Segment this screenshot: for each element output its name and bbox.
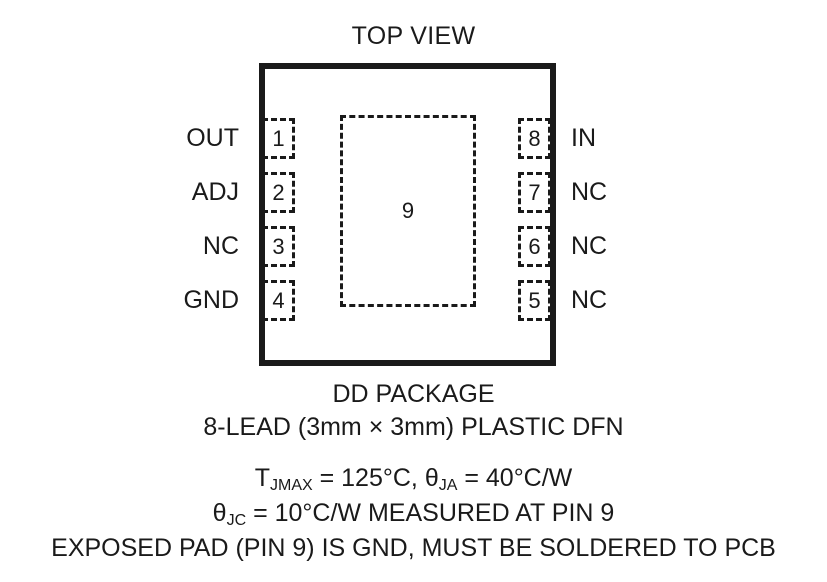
tjmax-value: = 125°C, [312, 464, 425, 492]
thermal-spec-line-1: TJMAX = 125°C, θJA = 40°C/W [0, 464, 827, 495]
package-description-caption: 8-LEAD (3mm × 3mm) PLASTIC DFN [203, 413, 624, 441]
thermal-spec-line-2: θJC = 10°C/W MEASURED AT PIN 9 [0, 499, 827, 530]
pin-3-number: 3 [272, 233, 285, 259]
tjmax-subscript: JMAX [269, 477, 313, 495]
package-wall-right [550, 110, 556, 326]
pin-4-label: GND [183, 286, 239, 314]
pin-3-label: NC [202, 232, 239, 260]
pin-3: 3 [262, 226, 295, 267]
top-view-title: TOP VIEW [351, 22, 476, 50]
exposed-pad-label: 9 [401, 198, 415, 223]
theta-jc-value: = 10°C/W MEASURED AT PIN 9 [246, 499, 615, 527]
package-name-caption: DD PACKAGE [332, 380, 495, 408]
pin-1-number: 1 [272, 125, 285, 151]
pin-7-number: 7 [528, 179, 541, 205]
pin-5-number: 5 [528, 287, 541, 313]
theta-ja-subscript: JA [438, 477, 458, 495]
pin-8-label: IN [571, 124, 596, 152]
pin-8-number: 8 [528, 125, 541, 151]
pin-5: 5 [518, 280, 551, 321]
theta-ja-symbol: θ [424, 464, 439, 492]
pin-4-number: 4 [272, 287, 285, 313]
pin-6-label: NC [571, 232, 608, 260]
theta-jc-symbol: θ [212, 499, 227, 527]
pin-6: 6 [518, 226, 551, 267]
pin-4: 4 [262, 280, 295, 321]
pin-7-label: NC [571, 178, 608, 206]
pin-1-label: OUT [186, 124, 239, 152]
pin-2: 2 [262, 172, 295, 213]
pin-7: 7 [518, 172, 551, 213]
pin-2-number: 2 [272, 179, 285, 205]
pin-1: 1 [262, 118, 295, 159]
theta-ja-value: = 40°C/W [457, 464, 573, 492]
tjmax-symbol: T [254, 464, 270, 492]
exposed-pad-pin-9: 9 [340, 115, 476, 307]
pin-6-number: 6 [528, 233, 541, 259]
theta-jc-subscript: JC [226, 512, 247, 530]
pin-8: 8 [518, 118, 551, 159]
package-wall-left [259, 110, 265, 326]
pin-5-label: NC [571, 286, 608, 314]
pin-2-label: ADJ [191, 178, 239, 206]
exposed-pad-note: EXPOSED PAD (PIN 9) IS GND, MUST BE SOLD… [51, 534, 776, 562]
